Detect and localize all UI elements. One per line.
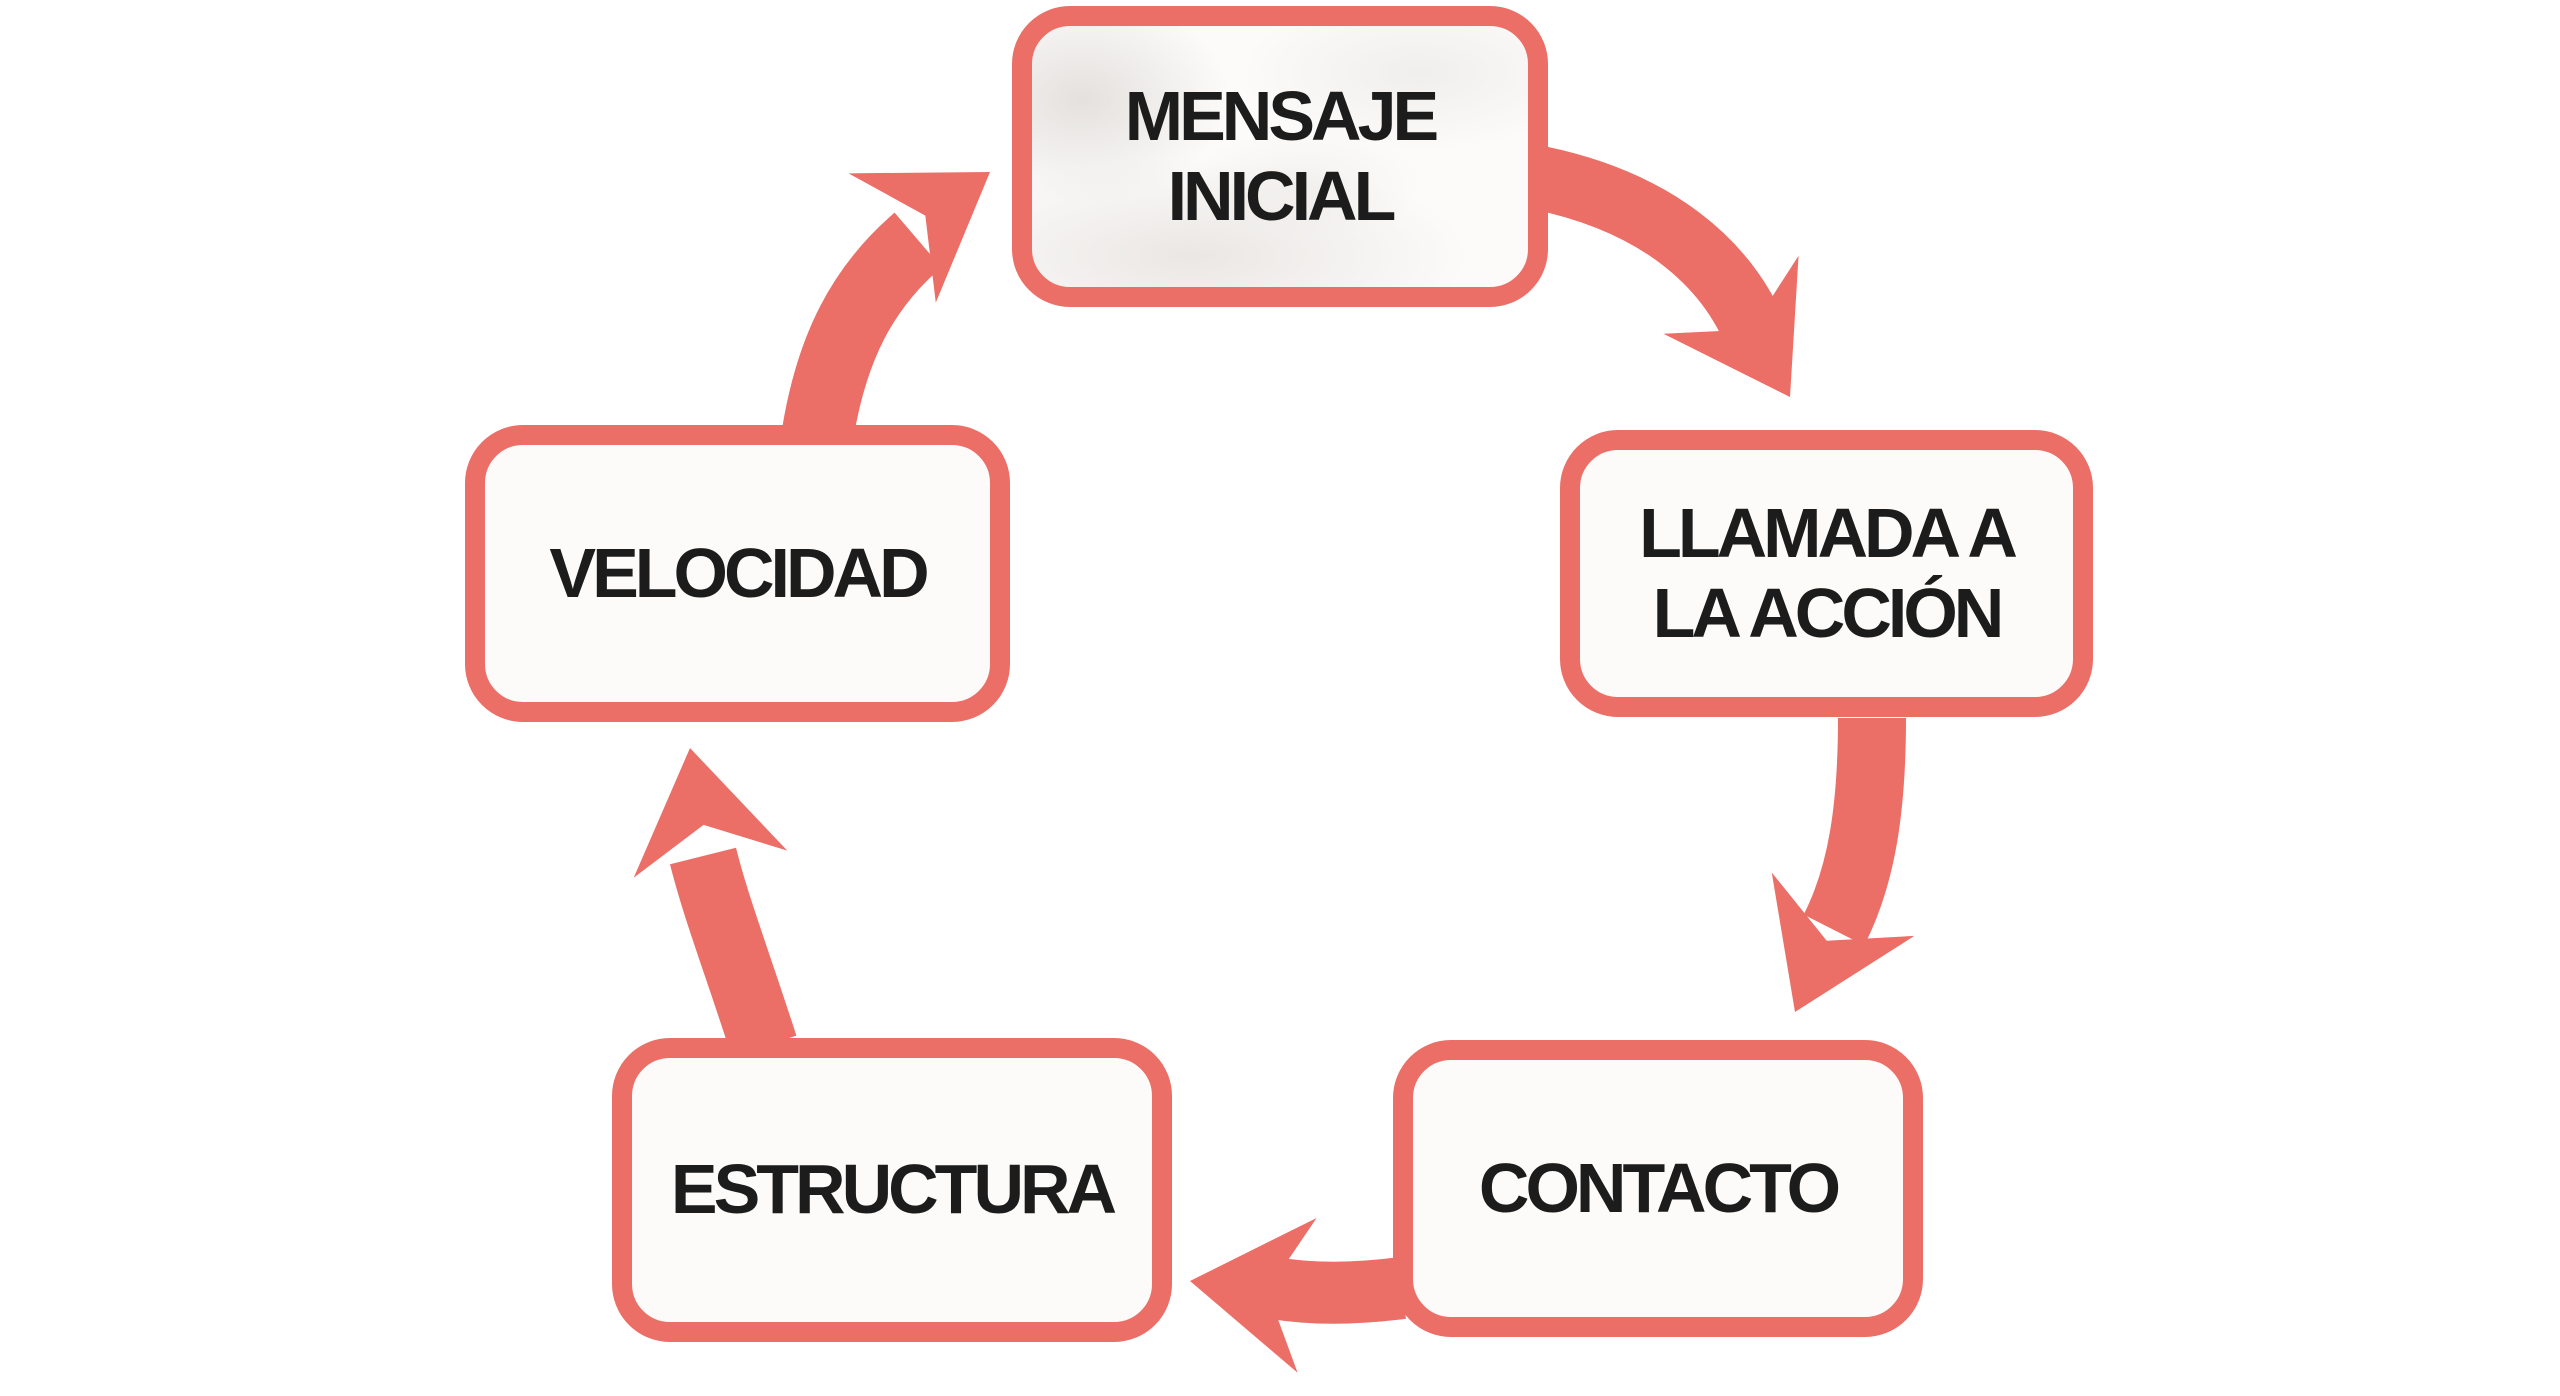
node-velocidad: VELOCIDAD <box>465 425 1010 722</box>
arrow-velocidad-to-mensaje <box>782 172 990 439</box>
node-contacto: CONTACTO <box>1393 1040 1923 1337</box>
node-llamada-a-la-accion-label: LLAMADA A LA ACCIÓN <box>1639 493 2018 652</box>
arrow-stem <box>1533 146 1788 353</box>
arrow-stem <box>670 847 797 1057</box>
arrow-llamada-to-contacto <box>1771 717 1915 1012</box>
node-mensaje-inicial-label: MENSAJE INICIAL <box>1124 76 1439 235</box>
node-contacto-label: CONTACTO <box>1478 1148 1841 1227</box>
arrow-head-icon <box>1190 1217 1317 1373</box>
arrow-stem <box>782 212 942 439</box>
node-velocidad-label: VELOCIDAD <box>549 533 929 612</box>
arrow-stem <box>1803 717 1906 946</box>
arrow-head-icon <box>1771 872 1915 1012</box>
arrow-stem <box>1262 1256 1406 1324</box>
arrow-head-icon <box>848 172 990 303</box>
node-estructura-label: ESTRUCTURA <box>670 1150 1117 1229</box>
arrow-contacto-to-estructura <box>1190 1217 1406 1373</box>
arrow-head-icon <box>633 748 788 878</box>
arrow-estructura-to-velocidad <box>633 748 797 1057</box>
node-llamada-a-la-accion: LLAMADA A LA ACCIÓN <box>1560 430 2093 717</box>
arrow-head-icon <box>1663 255 1799 397</box>
node-mensaje-inicial: MENSAJE INICIAL <box>1012 6 1548 307</box>
arrow-mensaje-to-llamada <box>1533 146 1799 397</box>
node-estructura: ESTRUCTURA <box>612 1038 1172 1342</box>
